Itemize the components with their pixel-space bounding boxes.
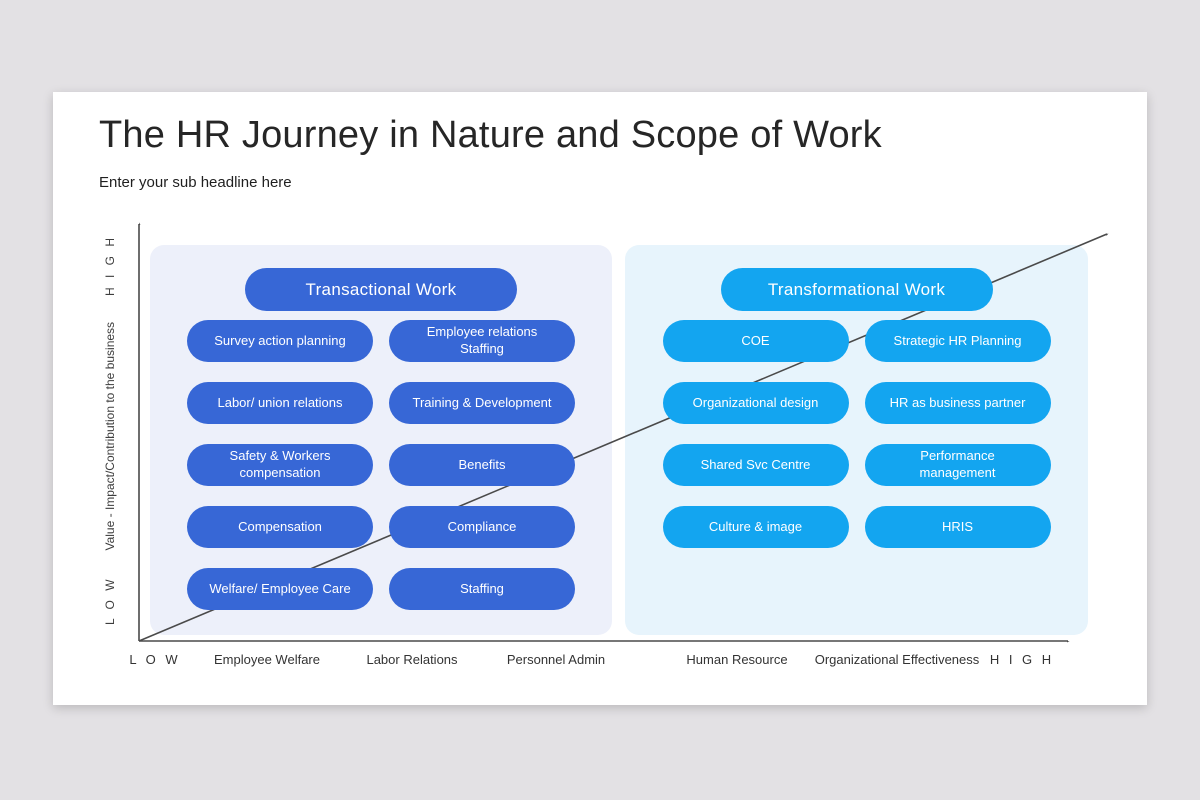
y-axis-high-label: H I G H [103,235,117,297]
pill-welfare-employee-care: Welfare/ Employee Care [187,568,373,610]
y-axis-title: Value - Impact/Contribution to the busin… [103,321,117,551]
pill-survey-action-planning: Survey action planning [187,320,373,362]
x-tick-human-resource: Human Resource [686,652,788,667]
page-title: The HR Journey in Nature and Scope of Wo… [99,114,882,156]
x-tick-high: H I G H [989,652,1055,667]
pill-culture-image: Culture & image [662,506,849,548]
pill-compensation: Compensation [187,506,373,548]
pill-compliance: Compliance [389,506,575,548]
pill-staffing: Staffing [389,568,575,610]
transactional-pill-grid: Survey action planning Employee relation… [150,320,612,610]
transformational-pill-grid: COE Strategic HR Planning Organizational… [625,320,1088,548]
pill-coe: COE [662,320,849,362]
transformational-panel: Transformational Work COE Strategic HR P… [625,245,1088,635]
pill-safety-workers-compensation: Safety & Workers compensation [187,444,373,486]
page-subtitle: Enter your sub headline here [99,174,292,191]
pill-labor-union-relations: Labor/ union relations [187,382,373,424]
x-tick-organizational-effectiveness: Organizational Effectiveness [814,652,980,667]
pill-strategic-hr-planning: Strategic HR Planning [864,320,1051,362]
pill-performance-management: Performance management [864,444,1051,486]
pill-organizational-design: Organizational design [662,382,849,424]
transactional-panel: Transactional Work Survey action plannin… [150,245,612,635]
pill-hr-as-business-partner: HR as business partner [864,382,1051,424]
transformational-header-pill: Transformational Work [720,268,993,311]
transactional-header-pill: Transactional Work [245,268,517,311]
pill-hris: HRIS [864,506,1051,548]
x-axis-labels: L O W Employee Welfare Labor Relations P… [53,652,1147,672]
pill-employee-relations-staffing: Employee relations Staffing [389,320,575,362]
x-tick-employee-welfare: Employee Welfare [214,652,320,667]
slide-card: The HR Journey in Nature and Scope of Wo… [53,92,1147,705]
y-axis-low-label: L O W [103,576,117,625]
pill-benefits: Benefits [389,444,575,486]
y-axis-label: L O W Value - Impact/Contribution to the… [101,235,119,625]
pill-shared-svc-centre: Shared Svc Centre [662,444,849,486]
pill-training-development: Training & Development [389,382,575,424]
x-tick-low: L O W [129,652,181,667]
x-tick-labor-relations: Labor Relations [366,652,458,667]
x-tick-personnel-admin: Personnel Admin [506,652,606,667]
